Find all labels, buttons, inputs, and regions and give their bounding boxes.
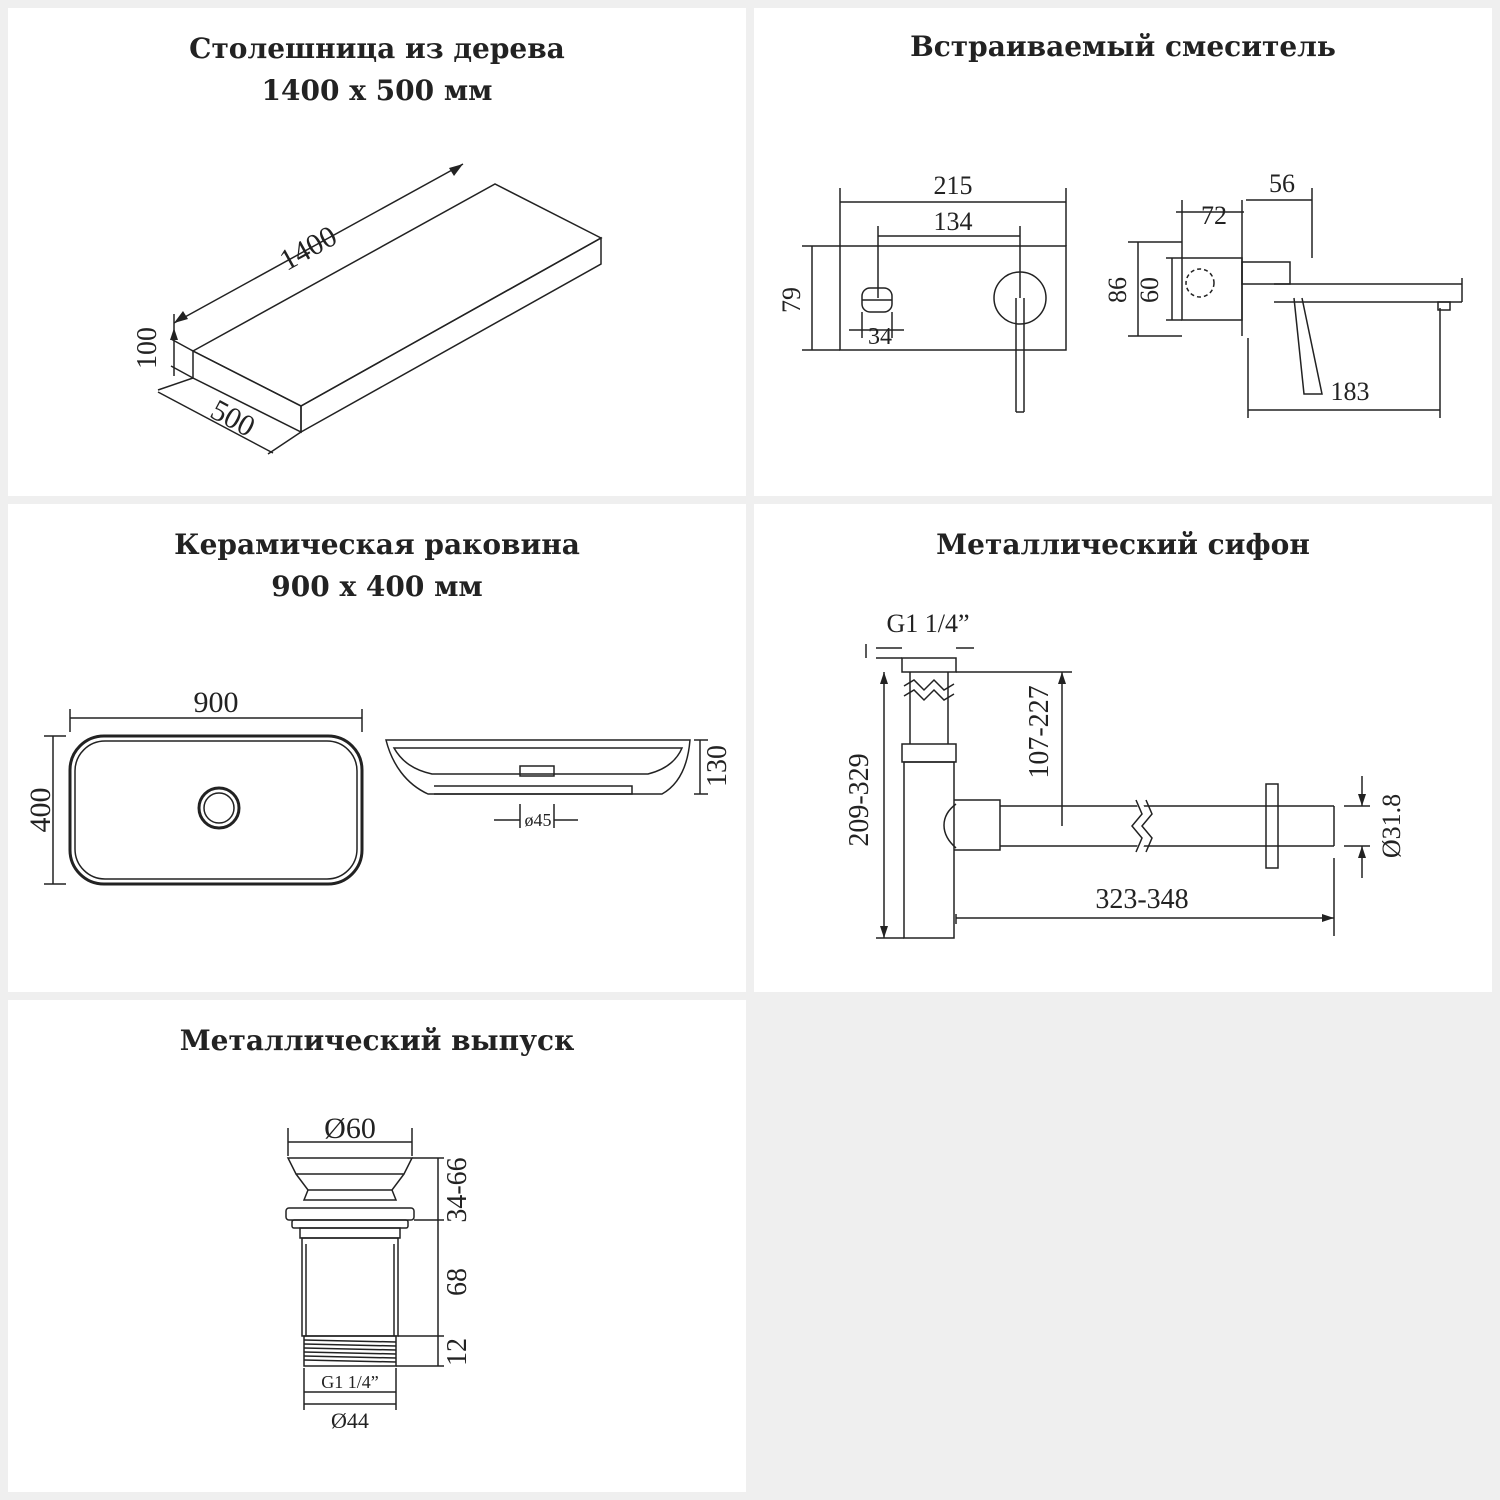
- dim-thread-len-label: 12: [442, 1338, 473, 1366]
- dim-72-label: 72: [1201, 201, 1227, 230]
- dim-bottom-diameter-label: Ø44: [331, 1408, 369, 1433]
- basin-title: Керамическая раковина 900 х 400 мм: [8, 524, 746, 608]
- countertop-title-line2: 1400 х 500 мм: [261, 74, 493, 107]
- basin-drawing: 900 400 130 ø45: [24, 686, 733, 886]
- siphon-title: Металлический сифон: [754, 524, 1492, 566]
- dim-height-label: 130: [702, 745, 733, 787]
- basin-side-outline: [385, 739, 691, 795]
- drain-thread: [303, 1335, 397, 1367]
- mixer-title-text: Встраиваемый смеситель: [910, 30, 1336, 63]
- dim-length-label: 1400: [274, 219, 342, 277]
- basin-title-line1: Керамическая раковина: [174, 528, 580, 561]
- empty-area: [754, 1000, 1492, 1492]
- siphon-top-cap: [901, 657, 957, 673]
- dim-width-inner-label: 134: [934, 207, 973, 236]
- dim-width-outer-label: 215: [934, 171, 973, 200]
- basin-title-line2: 900 х 400 мм: [271, 570, 483, 603]
- siphon-panel: Металлический сифон: [754, 504, 1492, 992]
- siphon-body: [903, 761, 955, 939]
- mixer-panel: Встраиваемый смеситель: [754, 8, 1492, 496]
- countertop-side-face: [300, 236, 602, 434]
- drain-panel: Металлический выпуск: [8, 1000, 746, 1492]
- basin-top-outline: [68, 734, 364, 886]
- countertop-title: Столешница из дерева 1400 х 500 мм: [8, 28, 746, 112]
- basin-drain-hole: [197, 786, 241, 830]
- dim-height-upper-label: 107-227: [1024, 685, 1055, 778]
- dim-width-label: 400: [24, 788, 57, 833]
- dim-thread-label: G1 1/4”: [321, 1372, 379, 1392]
- dim-height-label: 79: [777, 287, 806, 313]
- mixer-plate: [839, 245, 1067, 351]
- drain-drawing: Ø60 34-66 68 12 G1 1/4” Ø44: [285, 1112, 473, 1433]
- drain-flange: [285, 1207, 415, 1221]
- dim-length-label: 323-348: [1095, 884, 1188, 915]
- dim-drain-label: ø45: [525, 810, 552, 830]
- siphon-title-text: Металлический сифон: [936, 528, 1310, 561]
- dim-top-diameter-label: Ø60: [324, 1112, 376, 1145]
- countertop-drawing: 1400 100 500: [132, 163, 603, 455]
- dim-length-label: 900: [194, 686, 239, 719]
- countertop-title-line1: Столешница из дерева: [189, 32, 565, 65]
- mixer-side-lever: [1293, 297, 1323, 395]
- siphon-drawing: G1 1/4” 209-329 107-227 323-348 Ø31.8: [844, 609, 1406, 939]
- dim-pipe-diameter-label: Ø31.8: [1377, 794, 1406, 858]
- dim-height-label: 100: [132, 327, 163, 369]
- dim-cap-label: 34-66: [442, 1157, 473, 1222]
- dim-depth-label: 500: [205, 393, 260, 443]
- countertop-panel: Столешница из дерева 1400 х 500 мм 1400 …: [8, 8, 746, 496]
- dim-height-total-label: 209-329: [844, 753, 875, 846]
- dim-56-label: 56: [1269, 169, 1295, 198]
- mixer-drawing: 215 134 79 34 56 72 86 60 183: [777, 169, 1463, 418]
- dim-body-label: 68: [442, 1268, 473, 1296]
- drain-body: [301, 1237, 399, 1337]
- drain-cap-top: [286, 1157, 414, 1175]
- dim-86-label: 86: [1103, 277, 1132, 303]
- dim-spout-label: 183: [1331, 377, 1370, 406]
- dim-thread-label: G1 1/4”: [886, 609, 969, 638]
- drain-title: Металлический выпуск: [8, 1020, 746, 1062]
- dim-60-label: 60: [1135, 277, 1164, 303]
- countertop-top-face: [191, 183, 603, 407]
- dim-handle-label: 34: [868, 324, 892, 350]
- siphon-flange: [1265, 783, 1279, 869]
- drain-title-text: Металлический выпуск: [179, 1024, 575, 1057]
- mixer-title: Встраиваемый смеситель: [754, 26, 1492, 68]
- basin-panel: Керамическая раковина 900 х 400 мм: [8, 504, 746, 992]
- mixer-side-body: [1181, 257, 1243, 321]
